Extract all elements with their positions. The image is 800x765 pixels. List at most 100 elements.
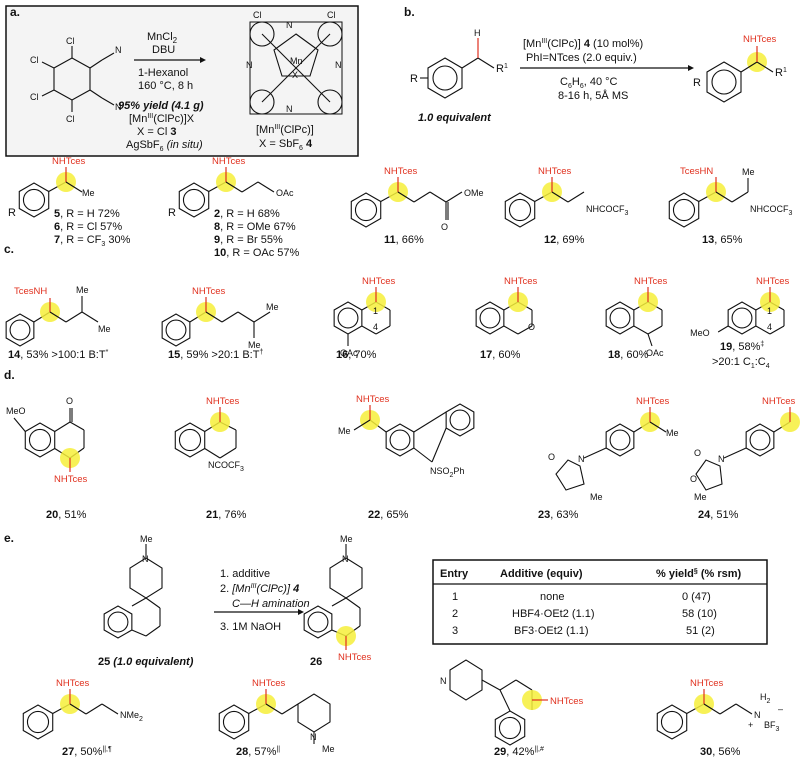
table-cell: 1 [452,591,458,603]
panel-a-box [5,5,359,157]
caption-17: 17, 60% [480,349,521,361]
temperature-text: 160 °C, 8 h [138,80,193,92]
minus-charge: – [778,704,783,714]
r-group: R [8,207,16,219]
caption-18: 18, 60% [608,349,649,361]
step-3-text: 3. 1M NaOH [220,621,281,633]
caption-11: 11, 66% [384,234,424,246]
oxygen-atom: O [694,448,701,458]
trifluoroborate-group: BF3 [764,720,780,733]
nhtces-group: NHTces [743,34,777,45]
nitrogen-atom: N [754,710,761,720]
acetate-group: OAc [276,188,294,198]
methyl-group: Me [248,340,261,350]
methyl-group: Me [322,744,335,754]
table-cell: 2 [452,608,458,620]
agsbf6-text: AgSbF6 (in situ) [126,139,203,153]
methyl-group: Me [140,534,153,544]
nhtces-group: NHTces [636,396,670,407]
panel-b-label: b. [404,5,415,19]
hydrogen-atom: H2 [760,692,771,705]
nhtces-group: NHTces [384,166,418,177]
caption-8: 8, R = OMe 67% [214,221,296,233]
cl-atom: Cl [253,10,262,20]
caption-20: 20, 51% [46,509,87,521]
nitrogen-atom: N [718,454,725,464]
acetate-group: OAc [340,348,358,358]
r-group: R [693,77,701,89]
table-cell: 3 [452,625,458,637]
position-label: 1 [767,306,772,316]
methyl-group: Me [694,492,707,502]
yield-text: 95% yield (4.1 g) [118,100,204,112]
panel-d-label: d. [4,368,15,382]
n-atom: N [115,45,122,55]
table-header-additive: Additive (equiv) [500,568,583,580]
table-cell: HBF4·OEt2 (1.1) [512,608,595,620]
phthalocyanine-structure: Mn X Cl Cl N N N N [246,10,343,115]
nhtces-group: NHTces [690,678,724,689]
panel-a-label: a. [10,5,20,19]
caption-5: 5, R = H 72% [54,208,120,220]
nhtces-group: NHTces [504,276,538,287]
nhtces-group: NHTces [252,678,286,689]
panel-e-scheme: 1. additive 2. [MnIII(ClPc)] 4 C—H amina… [98,568,322,668]
solvent-text: 1-Hexanol [138,67,188,79]
n-atom: N [286,104,293,114]
nhtces-group: NHTces [52,156,86,167]
r1-group: R1 [775,67,787,79]
nhtces-group: NHTces [356,394,390,405]
nitrogen-atom: N [578,454,585,464]
x-atom: X [292,70,298,80]
step-2-text: 2. [MnIII(ClPc)] 4 [220,583,299,595]
nhtces-group: NHTces [338,652,372,663]
row4-captions: 27, 50%||,¶ 28, 57%|| 29, 42%||,# 30, 56… [62,746,741,758]
r-group: R [168,207,176,219]
caption-14: 14, 53% >100:1 B:T* [8,349,109,361]
cl-atom: Cl [66,36,75,46]
methoxy-group: MeO [690,328,710,338]
methyl-group: Me [666,428,679,438]
panel-e-label: e. [4,531,14,545]
product-26-caption: 26 [310,656,322,668]
row3-captions: 20, 51% 21, 76% 22, 65% 23, 63% 24, 51% [46,509,739,521]
caption-9: 9, R = Br 55% [214,234,283,246]
nhtces-group: NHTces [756,276,790,287]
row1-captions: 5, R = H 72% 6, R = Cl 57% 7, R = CF3 30… [54,208,743,259]
caption-24: 24, 51% [698,509,739,521]
nhtces-group: NHTces [362,276,396,287]
position-label: 4 [767,322,772,332]
table-cell: 51 (2) [686,625,715,637]
oxygen-atom: O [528,322,535,332]
panel-b-conditions: [MnIII(ClPc)] 4 (10 mol%) PhI=NTces (2.0… [520,38,694,102]
position-label: 4 [373,322,378,332]
nhtces-group: NHTces [206,396,240,407]
nitrogen-atom: N [310,732,317,742]
mn-clpc-x-text: [MnIII(ClPc)]X [129,113,195,125]
cl-atom: Cl [66,114,75,124]
nitrogen-atom: N [142,554,149,564]
mn-clpc-label: [MnIII(ClPc)] [256,124,314,136]
trifluoroacetamide-group: NHCOCF3 [586,204,629,217]
oxygen-atom: O [441,222,448,232]
trifluoroacetyl-group: NCOCF3 [208,460,244,473]
table-cell: BF3·OEt2 (1.1) [514,625,589,637]
caption-6: 6, R = Cl 57% [54,221,122,233]
x-cl-text: X = Cl 3 [137,126,176,138]
nhtces-group: NHTces [762,396,796,407]
additive-table: Entry Additive (equiv) % yield§ (% rsm) … [432,559,768,645]
substrate-25-caption: 25 (1.0 equivalent) [98,656,194,668]
